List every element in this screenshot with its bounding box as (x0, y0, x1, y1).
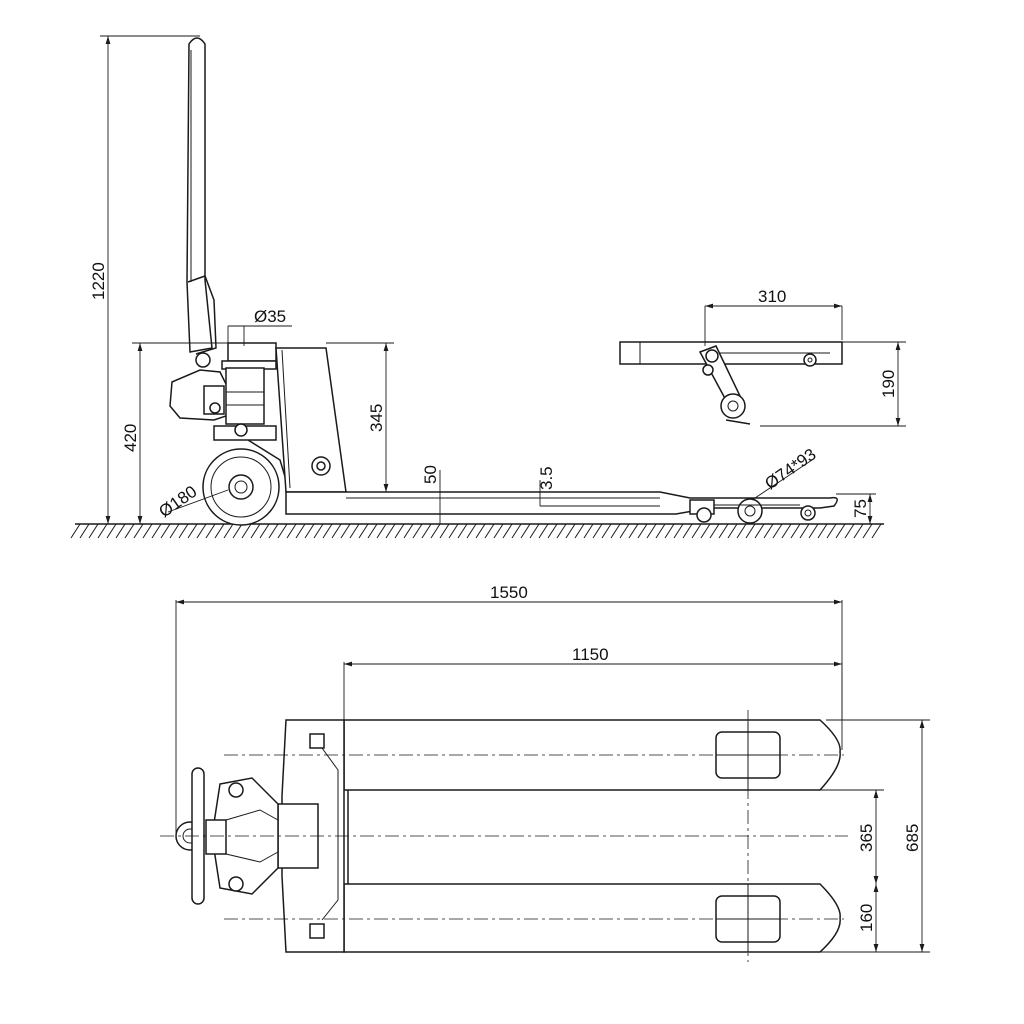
dim-420: 420 (121, 424, 140, 452)
lifting-frame (275, 347, 347, 493)
fork-right (343, 883, 841, 953)
dim-345: 345 (367, 404, 386, 432)
ground-hatch (70, 523, 884, 539)
dimension-lines (100, 35, 930, 953)
dim-190: 190 (879, 370, 898, 398)
tiller-handle (186, 37, 217, 355)
dim-75: 75 (851, 499, 870, 518)
dim-1220: 1220 (89, 262, 108, 300)
dim-160: 160 (857, 904, 876, 932)
dim-3-5: 3.5 (537, 466, 556, 490)
side-view (70, 37, 884, 539)
roller-detail (619, 341, 843, 425)
dim-wheel-diameter: Ø180 (155, 482, 200, 521)
dim-365: 365 (857, 824, 876, 852)
dim-310: 310 (758, 287, 786, 306)
dim-pump-diameter: Ø35 (254, 307, 286, 326)
steering-unit (175, 767, 279, 905)
centerlines (160, 710, 848, 962)
load-rollers (689, 498, 816, 524)
pump-housing (169, 342, 287, 481)
dim-1150: 1150 (572, 645, 609, 664)
steering-wheel (202, 448, 280, 526)
top-view (160, 710, 848, 962)
dim-50: 50 (421, 465, 440, 484)
dim-roller-size: Ø74*93 (761, 445, 819, 494)
dim-685: 685 (903, 824, 922, 852)
dim-1550: 1550 (490, 583, 528, 602)
